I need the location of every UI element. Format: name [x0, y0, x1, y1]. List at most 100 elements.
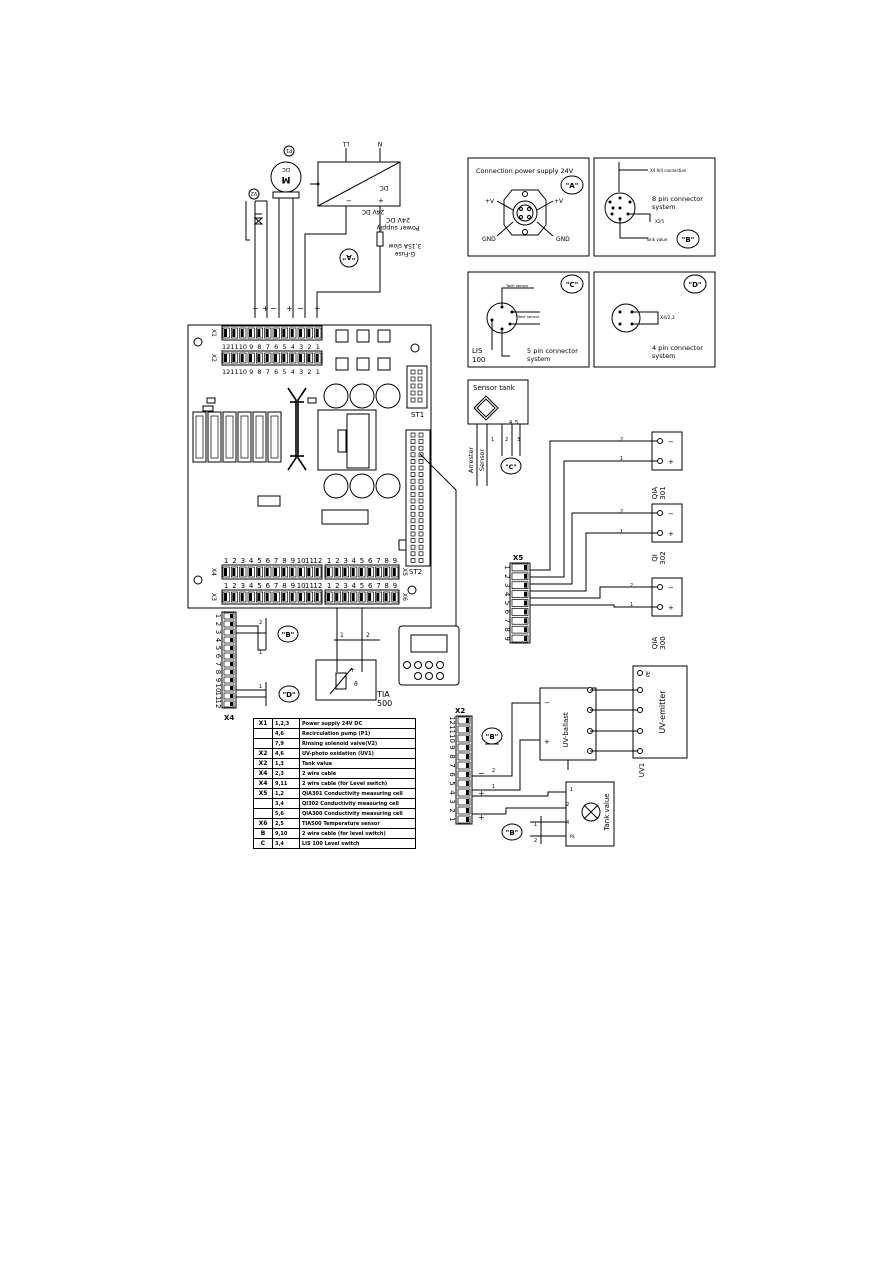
x4-side-terminal	[223, 612, 235, 620]
x2-side-screw	[466, 790, 469, 795]
x4-terminal-screw	[274, 568, 277, 576]
x5-terminal-screw	[392, 568, 396, 576]
x5-side-screw	[524, 591, 527, 597]
x4-terminal-screw	[307, 568, 311, 576]
v2-label: V2	[251, 190, 258, 196]
inset-b-tank: Tank value	[645, 237, 668, 242]
x6-terminal-screw	[392, 593, 396, 601]
x2-side-screw	[466, 727, 469, 732]
x2-connector	[221, 350, 323, 366]
x5-side-pin-number: 7	[503, 619, 511, 623]
x3-pin-number: 7	[274, 582, 278, 590]
pe-label: PE	[646, 671, 652, 677]
x3-pin-number: 10	[297, 582, 306, 590]
x6-terminal-screw	[376, 593, 380, 601]
x1-terminal	[305, 327, 314, 339]
x6-terminal	[358, 591, 366, 603]
x4-side-label: X4	[224, 714, 234, 722]
out-24v-label: 24V DC	[362, 208, 384, 215]
st2-pin	[410, 465, 416, 471]
x3-terminal-screw	[265, 593, 269, 601]
x1-terminal	[239, 327, 247, 339]
uv-emitter-label: UV-emitter	[658, 690, 667, 734]
x6-pin-number: 8	[384, 582, 388, 590]
st1-pin	[410, 383, 416, 389]
x4-terminal	[239, 566, 247, 578]
legend-cell-p: 9,10	[272, 828, 300, 839]
x4-side-terminal	[223, 636, 235, 644]
x1-terminal-screw	[282, 329, 286, 337]
motor-label: M	[281, 174, 290, 184]
svg-text:−: −	[252, 304, 259, 313]
x6-terminal	[383, 591, 391, 603]
svg-text:+: +	[544, 738, 550, 746]
st2-pin	[410, 538, 416, 543]
svg-text:+: +	[668, 458, 674, 466]
x2-pin-number: 8	[257, 368, 261, 376]
st2-pin	[418, 445, 424, 451]
x5-side-screw	[524, 636, 527, 641]
x5-side-screw	[524, 609, 527, 615]
x3-pin-number: 9	[291, 582, 295, 590]
inset-a-gnd-left: GND	[482, 236, 496, 243]
x4-terminal	[314, 566, 322, 578]
svg-text:2: 2	[366, 632, 370, 639]
x2-side-terminal	[457, 788, 471, 797]
relay-core	[255, 415, 264, 459]
x4-pin-number: 12	[313, 557, 322, 565]
inset-a: Connection power supply 24V "A" +V +V GN…	[467, 157, 590, 257]
st2-pin	[410, 558, 416, 563]
tank-value-label: Tank value	[603, 793, 611, 831]
relay-core	[195, 415, 204, 459]
x5-side-terminal	[511, 625, 529, 634]
x2-side-terminal	[457, 716, 471, 725]
svg-text:2: 2	[630, 583, 633, 589]
x3-pin-number: 1	[224, 582, 228, 590]
st1-pin	[417, 397, 423, 403]
x4-side-screw	[230, 686, 233, 690]
x4-pin-number: 1	[224, 557, 228, 565]
x1-pin-number: 4	[291, 343, 295, 351]
x4-side-pin-number: 10	[214, 684, 222, 693]
x1-pin-number: 9	[249, 343, 253, 351]
x5-side-pin-number: 8	[503, 627, 511, 631]
svg-text:+: +	[262, 304, 269, 313]
x5-side-terminal	[511, 563, 529, 572]
svg-text:−: −	[346, 197, 352, 205]
x1-pin-number: 2	[307, 343, 311, 351]
x5-side-screw	[524, 565, 527, 570]
svg-text:−: −	[668, 584, 674, 592]
svg-text:1: 1	[620, 456, 623, 462]
st2-pin	[410, 544, 416, 550]
x5-side-terminal	[511, 581, 529, 590]
x4-terminal-screw	[315, 568, 319, 576]
power-supply-label-2: 24V DC	[385, 216, 410, 224]
tia-name: TIA	[376, 690, 390, 699]
power-supply-group: L1 N DC + − Power supply 24V DC 24V DC G…	[304, 140, 421, 318]
x5-side-screw	[524, 582, 527, 588]
x4-terminal-screw	[290, 568, 294, 576]
st2-pin	[418, 538, 424, 543]
x1-pin-number: 1	[316, 343, 320, 351]
legend-cell-k: X2	[253, 748, 273, 759]
x1-terminal-screw	[274, 329, 277, 337]
x5-pin-number: 1	[327, 557, 331, 565]
legend-cell-k: C	[253, 838, 273, 849]
x2-terminal	[297, 352, 305, 364]
x2-terminal-screw	[299, 354, 302, 362]
svg-text:−: −	[668, 438, 674, 446]
x2-terminal-screw	[232, 354, 236, 362]
tia-num: 500	[377, 699, 392, 708]
svg-text:1: 1	[259, 684, 262, 690]
x3-terminal-screw	[232, 593, 236, 601]
svg-text:1: 1	[534, 822, 537, 828]
x1-terminal	[289, 327, 297, 339]
x2-terminal-screw	[282, 354, 286, 362]
x4-side-terminal	[223, 684, 235, 692]
legend-cell-p: 9,11	[272, 778, 300, 789]
legend-cell-p: 2,3	[272, 768, 300, 779]
svg-text:1: 1	[570, 787, 573, 793]
